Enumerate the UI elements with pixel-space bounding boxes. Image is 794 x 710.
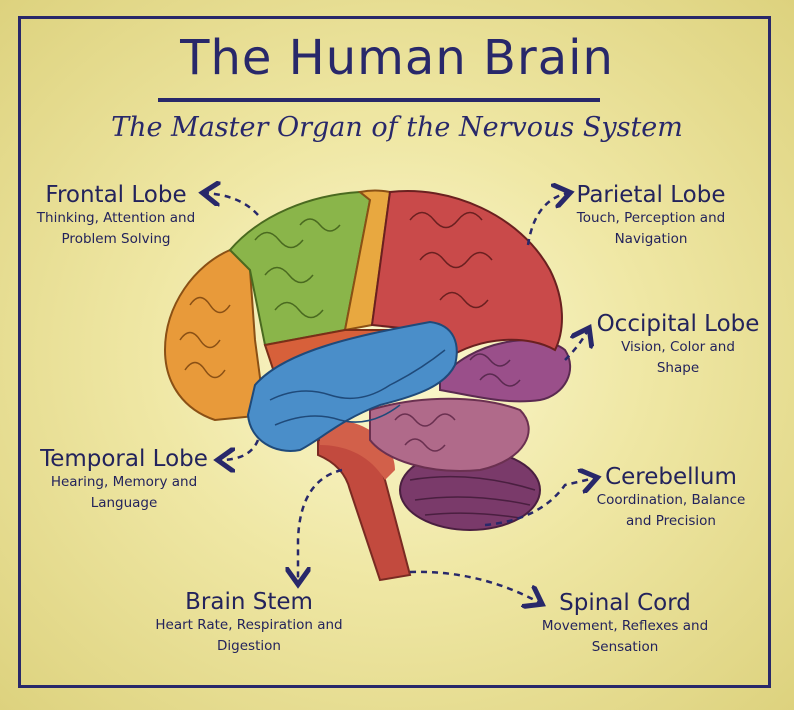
- spinal-cord-desc-line2: Sensation: [591, 639, 659, 655]
- spinal-cord-label: Spinal Cord Movement, Reflexes and Sensa…: [532, 590, 718, 658]
- brain-stem-name: Brain Stem: [185, 589, 313, 615]
- motor-strip-shape: [343, 189, 392, 332]
- temporal-lobe-label: Temporal Lobe Hearing, Memory and Langua…: [34, 446, 214, 514]
- temporal-lobe-desc-line1: Hearing, Memory and: [50, 474, 198, 490]
- title-underline: [158, 98, 600, 102]
- frontal-lobe-name: Frontal Lobe: [45, 182, 187, 208]
- page-title: The Human Brain: [180, 30, 614, 86]
- spinal-cord-desc-line1: Movement, Reflexes and: [541, 618, 709, 634]
- spinal-cord-shape: [317, 438, 412, 582]
- parietal-lobe-name: Parietal Lobe: [576, 182, 726, 208]
- arrow-spinal: [409, 570, 540, 603]
- occipital-lobe-desc-line2: Shape: [656, 360, 700, 376]
- occipital-lobe-label: Occipital Lobe Vision, Color and Shape: [590, 311, 766, 379]
- border-frame: [18, 16, 771, 688]
- arrow-parietal: [526, 193, 568, 246]
- frontal-lobe-desc-line2: Problem Solving: [61, 231, 171, 247]
- temporal-lobe-shape: [246, 320, 458, 452]
- arrow-brainstem: [298, 468, 343, 582]
- arrow-cerebellum: [484, 478, 595, 527]
- arrow-occipital: [564, 330, 588, 361]
- frontal-lobe-label: Frontal Lobe Thinking, Attention and Pro…: [28, 182, 204, 250]
- temporal-lobe-desc-line2: Language: [90, 495, 158, 511]
- arrow-frontal: [205, 193, 259, 216]
- cerebellum-label: Cerebellum Coordination, Balance and Pre…: [585, 464, 757, 532]
- page-subtitle: The Master Organ of the Nervous System: [111, 112, 683, 143]
- lower-purple-lobe: [369, 397, 530, 472]
- spinal-cord-name: Spinal Cord: [559, 590, 691, 616]
- brain-stem-shape: [320, 419, 395, 480]
- occipital-lobe-name: Occipital Lobe: [596, 311, 760, 337]
- temporal-lobe-name: Temporal Lobe: [40, 446, 208, 472]
- parietal-lobe-label: Parietal Lobe Touch, Perception and Navi…: [565, 182, 737, 250]
- parietal-lobe-desc-line1: Touch, Perception and: [576, 210, 726, 226]
- occipital-lobe-shape: [439, 339, 571, 403]
- cerebellum-desc-line1: Coordination, Balance: [596, 492, 746, 508]
- cerebellum-desc-line2: and Precision: [626, 513, 716, 529]
- arrow-temporal: [220, 439, 260, 460]
- brain-stem-label: Brain Stem Heart Rate, Respiration and D…: [142, 589, 356, 657]
- brain-stem-desc-line1: Heart Rate, Respiration and: [155, 617, 343, 633]
- cerebellum-name: Cerebellum: [605, 464, 737, 490]
- occipital-lobe-desc-line1: Vision, Color and: [621, 339, 735, 355]
- brain-stem-desc-line2: Digestion: [217, 638, 281, 654]
- frontal-orange-shape: [163, 248, 267, 422]
- frontal-lobe-desc-line1: Thinking, Attention and: [36, 210, 196, 226]
- parietal-lobe-shape: [370, 190, 563, 362]
- parietal-lobe-desc-line2: Navigation: [614, 231, 688, 247]
